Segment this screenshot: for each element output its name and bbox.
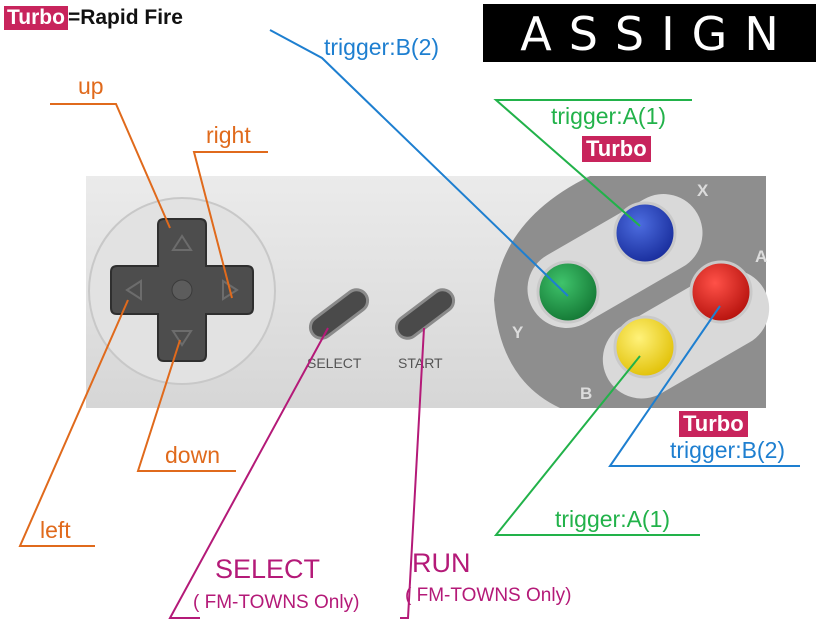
turbo-legend-text: =Rapid Fire: [67, 6, 183, 29]
a-letter: A: [755, 247, 767, 266]
run-note: ( FM-TOWNS Only): [405, 585, 572, 606]
select-button: [308, 288, 370, 340]
x-letter: X: [697, 181, 709, 200]
dpad-center: [171, 279, 193, 301]
down-leader-line: [136, 339, 236, 472]
up-label: up: [78, 73, 104, 99]
y-leader-line: [269, 29, 569, 297]
b-trigger-label: trigger:A(1): [555, 506, 671, 532]
select-leader-line: [168, 327, 329, 619]
dpad-left-arrow-icon: [125, 279, 142, 301]
dpad-up-arrow-icon: [171, 234, 193, 251]
down-label: down: [165, 442, 220, 468]
turbo-legend: Turbo=Rapid Fire: [4, 6, 183, 30]
y-letter: Y: [512, 323, 524, 342]
a-trigger-label: trigger:B(2): [670, 437, 786, 463]
turbo-legend-tag: Turbo: [4, 6, 68, 30]
a-turbo-badge: Turbo: [679, 411, 748, 437]
right-leader-line: [192, 151, 268, 299]
y-trigger-label: trigger:B(2): [324, 34, 440, 60]
left-label: left: [40, 517, 71, 543]
left-leader-line: [18, 299, 129, 547]
x-trigger-label: trigger:A(1): [551, 103, 667, 129]
a-leader-line: [608, 305, 800, 467]
x-leader-line: [493, 99, 692, 227]
start-button: [394, 288, 456, 340]
select-print: SELECT: [307, 355, 362, 371]
x-turbo-badge: Turbo: [582, 136, 651, 162]
a-button: [689, 260, 753, 324]
up-leader-line: [50, 103, 171, 229]
start-print: START: [398, 355, 443, 371]
b-leader-line: [493, 355, 700, 536]
dpad-right-arrow-icon: [222, 279, 239, 301]
assign-title: ASSIGN: [483, 4, 816, 62]
y-button: [536, 260, 600, 324]
b-letter: B: [580, 384, 592, 403]
select-label: SELECT: [215, 554, 321, 584]
right-label: right: [206, 122, 251, 148]
dpad-down-arrow-icon: [171, 330, 193, 347]
b-button: [613, 315, 677, 379]
run-label: RUN: [412, 548, 471, 578]
run-leader-line: [400, 327, 425, 619]
select-note: ( FM-TOWNS Only): [193, 592, 360, 613]
